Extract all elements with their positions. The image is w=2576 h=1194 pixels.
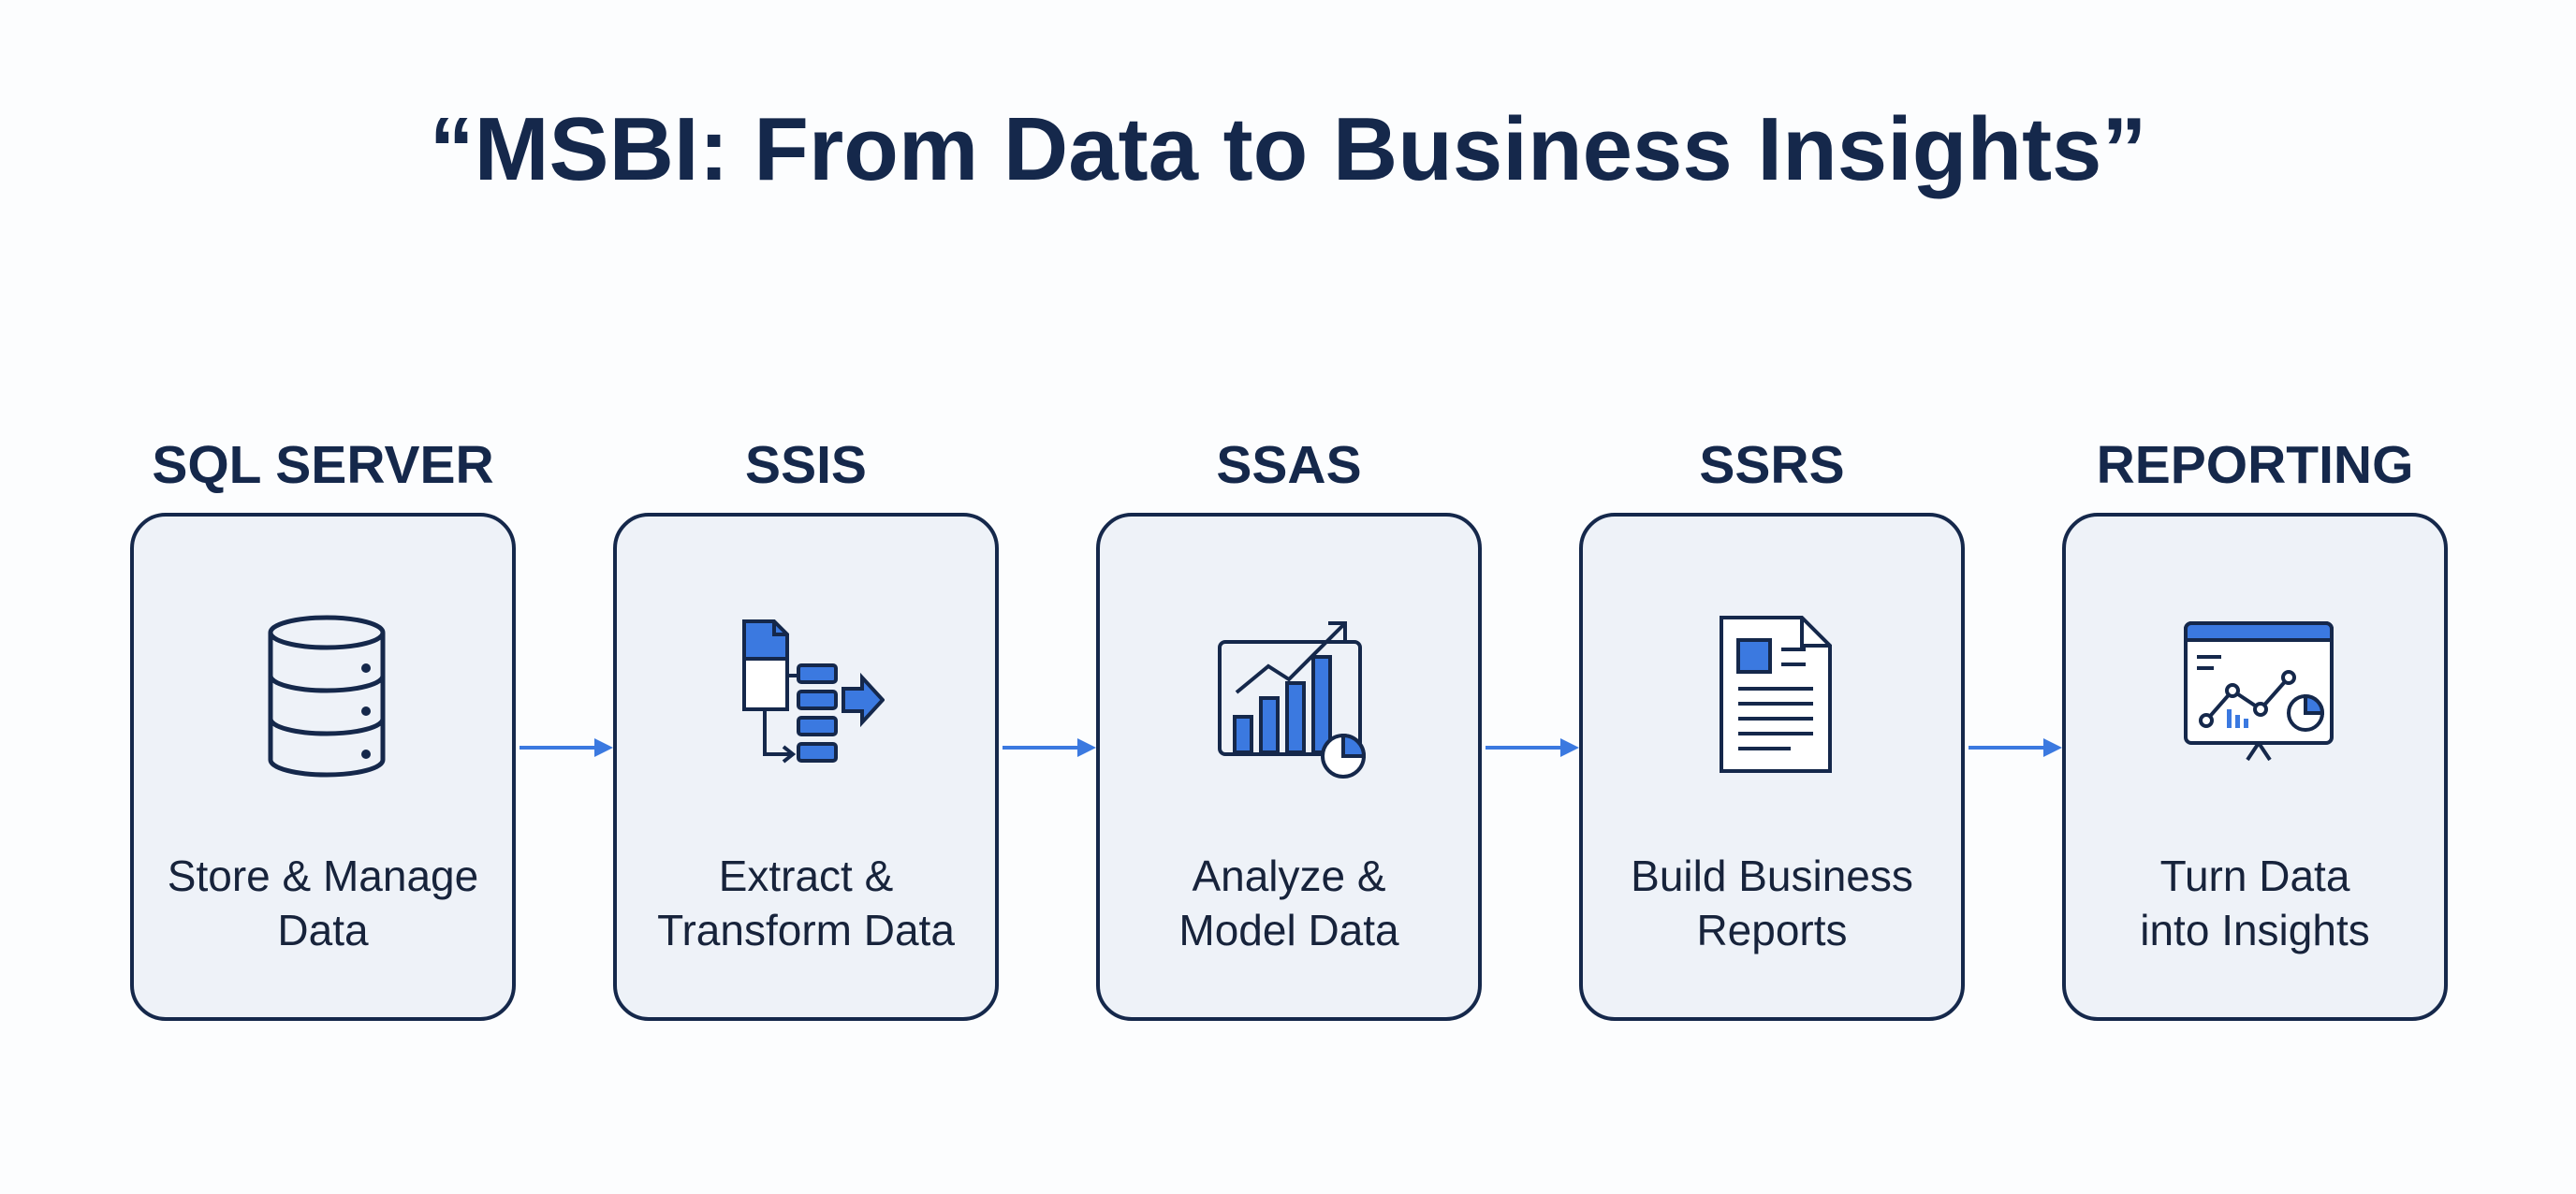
report-document-icon [1701,612,1851,780]
stage-description: Turn Data into Insights [2140,852,2370,954]
database-icon [252,612,402,780]
stage-card: Build Business Reports [1579,513,1965,1021]
stage-description: Analyze & Model Data [1178,852,1399,954]
analytics-chart-icon [1218,612,1368,780]
stage-description: Extract & Transform Data [657,852,955,954]
dashboard-presentation-icon [2184,612,2334,780]
stage-description: Store & Manage Data [167,852,479,954]
flow-arrow [1003,735,1096,760]
stage-label: SQL SERVER [152,435,494,495]
stage-card: Analyze & Model Data [1096,513,1482,1021]
stage-label: SSAS [1216,435,1362,495]
flow-arrow [1969,735,2062,760]
stage-card: Store & Manage Data [130,513,516,1021]
flow-arrow [1486,735,1579,760]
stage-label: REPORTING [2096,435,2414,495]
stage-label: SSIS [745,435,867,495]
flow-arrow [520,735,613,760]
stage-label: SSRS [1699,435,1845,495]
stage-card: Turn Data into Insights [2062,513,2448,1021]
stage-card: Extract & Transform Data [613,513,999,1021]
page-title: “MSBI: From Data to Business Insights” [429,99,2147,199]
stage-description: Build Business Reports [1631,852,1913,954]
etl-flow-icon [735,612,885,780]
